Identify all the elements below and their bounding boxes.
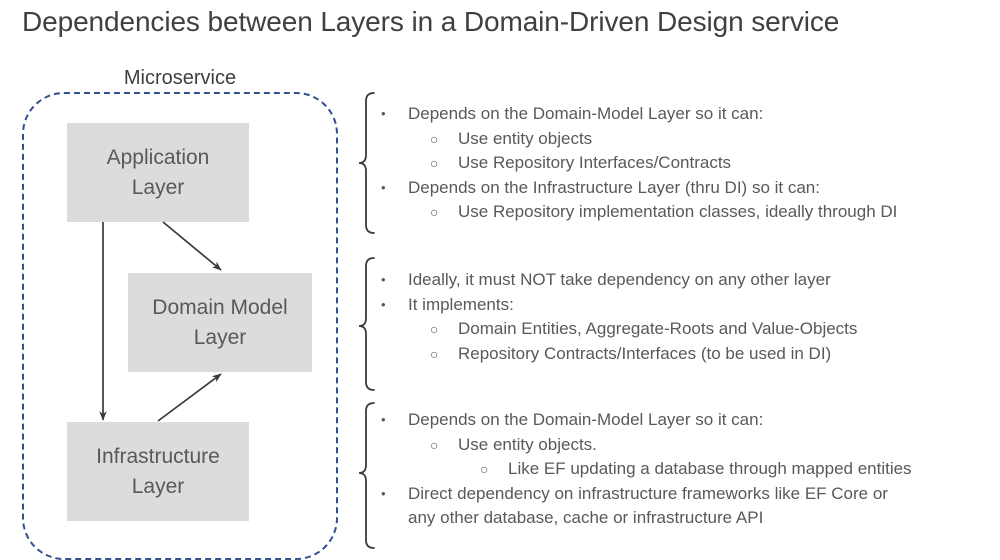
list-item: • Depends on the Domain-Model Layer so i… <box>376 408 986 433</box>
list-item-text: Use Repository implementation classes, i… <box>458 202 898 221</box>
microservice-boundary-label: Microservice <box>123 67 237 89</box>
circle-bullet-icon: ○ <box>430 130 439 147</box>
circle-bullet-icon: ○ <box>430 345 439 362</box>
list-item: ○ Use Repository implementation classes,… <box>376 200 986 225</box>
list-item-text: Ideally, it must NOT take dependency on … <box>408 270 831 289</box>
circle-bullet-icon: ○ <box>430 204 439 220</box>
brace-application-layer <box>358 92 375 234</box>
layer-box-application-line2: Layer <box>131 175 185 199</box>
list-item-text: Direct dependency on infrastructure fram… <box>408 483 888 503</box>
list-item: ○ Like EF updating a database through ma… <box>376 457 986 482</box>
brace-domain-model-layer <box>358 257 375 391</box>
layer-box-application: Application Layer <box>67 123 249 222</box>
list-item: ○ Repository Contracts/Interfaces (to be… <box>376 342 986 367</box>
list-item-text: Use Repository Interfaces/Contracts <box>458 153 732 172</box>
bullet-icon: • <box>381 179 386 195</box>
layer-box-infrastructure-line1: Infrastructure <box>96 444 220 468</box>
list-item: • Depends on the Domain-Model Layer so i… <box>376 102 986 127</box>
list-item-text: Domain Entities, Aggregate-Roots and Val… <box>458 319 858 338</box>
list-item-text: Depends on the Domain-Model Layer so it … <box>408 104 764 123</box>
list-item-text: It implements: <box>408 294 514 314</box>
circle-bullet-icon: ○ <box>430 321 439 337</box>
list-item: ○ Domain Entities, Aggregate-Roots and V… <box>376 317 986 342</box>
circle-bullet-icon: ○ <box>430 155 439 171</box>
layer-box-infrastructure: Infrastructure Layer <box>67 422 249 521</box>
bullet-icon: • <box>381 412 386 427</box>
list-item: • Depends on the Infrastructure Layer (t… <box>376 176 986 201</box>
list-item-continuation: any other database, cache or infrastruct… <box>376 506 986 531</box>
bullet-icon: • <box>381 485 386 501</box>
list-item-text: Use entity objects. <box>458 434 597 454</box>
list-item-text: Depends on the Domain-Model Layer so it … <box>408 410 764 429</box>
layer-box-domain-model-line1: Domain Model <box>152 295 288 319</box>
list-item-text: Use entity objects <box>458 128 593 148</box>
page-title: Dependencies between Layers in a Domain-… <box>22 6 840 37</box>
list-item-text: Repository Contracts/Interfaces (to be u… <box>458 343 832 363</box>
list-item: • Direct dependency on infrastructure fr… <box>376 482 986 507</box>
annotation-infrastructure-layer-notes: • Depends on the Domain-Model Layer so i… <box>376 408 986 531</box>
list-item-text: Depends on the Infrastructure Layer (thr… <box>408 177 820 197</box>
layer-box-domain-model-line2: Layer <box>193 325 247 349</box>
list-item: • It implements: <box>376 293 986 318</box>
layer-box-domain-model: Domain Model Layer <box>128 273 312 372</box>
bullet-icon: • <box>381 296 386 312</box>
layer-box-infrastructure-line2: Layer <box>131 474 185 498</box>
bullet-icon: • <box>381 272 386 287</box>
list-item-text: Like EF updating a database through mapp… <box>508 459 912 478</box>
circle-bullet-icon: ○ <box>430 436 439 453</box>
circle-bullet-icon: ○ <box>480 461 489 477</box>
list-item: • Ideally, it must NOT take dependency o… <box>376 268 986 293</box>
annotation-application-layer-notes: • Depends on the Domain-Model Layer so i… <box>376 102 986 225</box>
layer-box-application-line1: Application <box>106 145 210 169</box>
list-item: ○ Use entity objects. <box>376 433 986 458</box>
annotation-domain-model-layer-notes: • Ideally, it must NOT take dependency o… <box>376 268 986 366</box>
list-item: ○ Use entity objects <box>376 127 986 152</box>
brace-infrastructure-layer <box>358 402 375 549</box>
list-item-text: any other database, cache or infrastruct… <box>408 508 764 527</box>
bullet-icon: • <box>381 106 386 121</box>
list-item: ○ Use Repository Interfaces/Contracts <box>376 151 986 176</box>
